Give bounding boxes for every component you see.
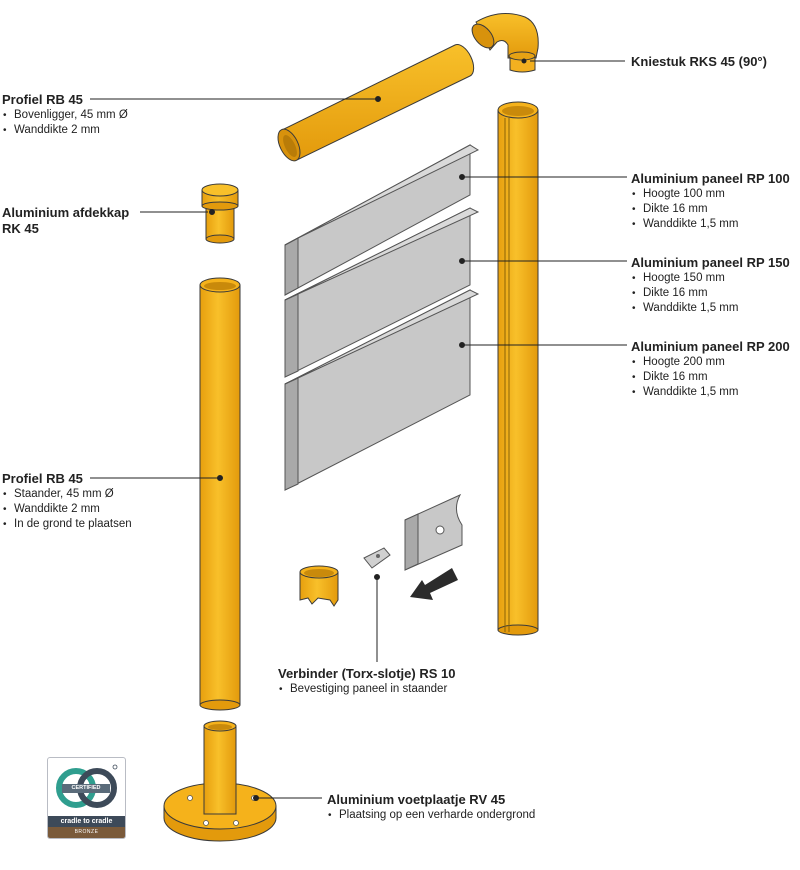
panel100-bullet: Dikte 16 mm [631,202,790,217]
badge-certified: CERTIFIED [71,785,101,791]
panel-rp100 [284,144,480,296]
panel200-bullet: Hoogte 200 mm [631,355,790,370]
badge-level: BRONZE [48,827,125,838]
panel150-title: Aluminium paneel RP 150 [631,255,790,270]
connector-title: Verbinder (Torx-slotje) RS 10 [278,666,456,681]
slotted-sleeve [299,565,339,607]
knee-joint-fitting [471,12,539,73]
post-bullet: In de grond te plaatsen [2,517,132,532]
panel-rp150 [284,207,480,378]
cap-title-line1: Aluminium afdekkap [2,205,130,220]
top-rail-bullet: Bovenligger, 45 mm Ø [2,108,128,123]
post-bullet: Staander, 45 mm Ø [2,487,132,502]
label-post: Profiel RB 45 Staander, 45 mm Ø Wanddikt… [2,471,132,532]
cradle-to-cradle-logo-icon [56,764,118,808]
panel200-bullet: Wanddikte 1,5 mm [631,385,790,400]
panel200-bullet: Dikte 16 mm [631,370,790,385]
top-rail-tube [277,44,475,162]
badge-brand: cradle to cradle [48,816,125,827]
post-bullet: Wanddikte 2 mm [2,502,132,517]
label-cap: Aluminium afdekkap RK 45 [2,205,129,237]
base-plate [163,720,277,842]
panel-rp200 [284,289,480,491]
top-rail-title: Profiel RB 45 [2,92,83,107]
post-title: Profiel RB 45 [2,471,83,486]
direction-arrow-icon [410,568,458,600]
cradle-to-cradle-badge: CERTIFIED cradle to cradle BRONZE [47,757,126,839]
label-knee: Kniestuk RKS 45 (90°) [631,54,767,70]
left-post-tube [199,277,241,711]
label-top-rail: Profiel RB 45 Bovenligger, 45 mm Ø Wandd… [2,92,128,138]
panel150-bullet: Wanddikte 1,5 mm [631,301,790,316]
base-bullet: Plaatsing op een verharde ondergrond [327,808,535,823]
panel100-bullet: Wanddikte 1,5 mm [631,217,790,232]
panel150-bullet: Hoogte 150 mm [631,271,790,286]
connector-bullet: Bevestiging paneel in staander [278,682,455,697]
cap-title-line2: RK 45 [2,221,39,236]
top-rail-bullet: Wanddikte 2 mm [2,123,128,138]
knee-title: Kniestuk RKS 45 (90°) [631,54,767,69]
right-post-tube [497,101,539,636]
panel100-title: Aluminium paneel RP 100 [631,171,790,186]
base-title: Aluminium voetplaatje RV 45 [327,792,506,807]
label-base: Aluminium voetplaatje RV 45 Plaatsing op… [327,792,535,823]
panel100-bullet: Hoogte 100 mm [631,187,790,202]
panel200-title: Aluminium paneel RP 200 [631,339,790,354]
label-panel-rp100: Aluminium paneel RP 100 Hoogte 100 mm Di… [631,171,790,232]
label-panel-rp150: Aluminium paneel RP 150 Hoogte 150 mm Di… [631,255,790,316]
panel150-bullet: Dikte 16 mm [631,286,790,301]
torx-connector-piece [363,547,391,569]
end-cap [201,183,239,244]
connector-bracket [404,493,463,571]
label-connector: Verbinder (Torx-slotje) RS 10 Bevestigin… [278,666,455,697]
label-panel-rp200: Aluminium paneel RP 200 Hoogte 200 mm Di… [631,339,790,400]
leader-lines [90,58,627,801]
